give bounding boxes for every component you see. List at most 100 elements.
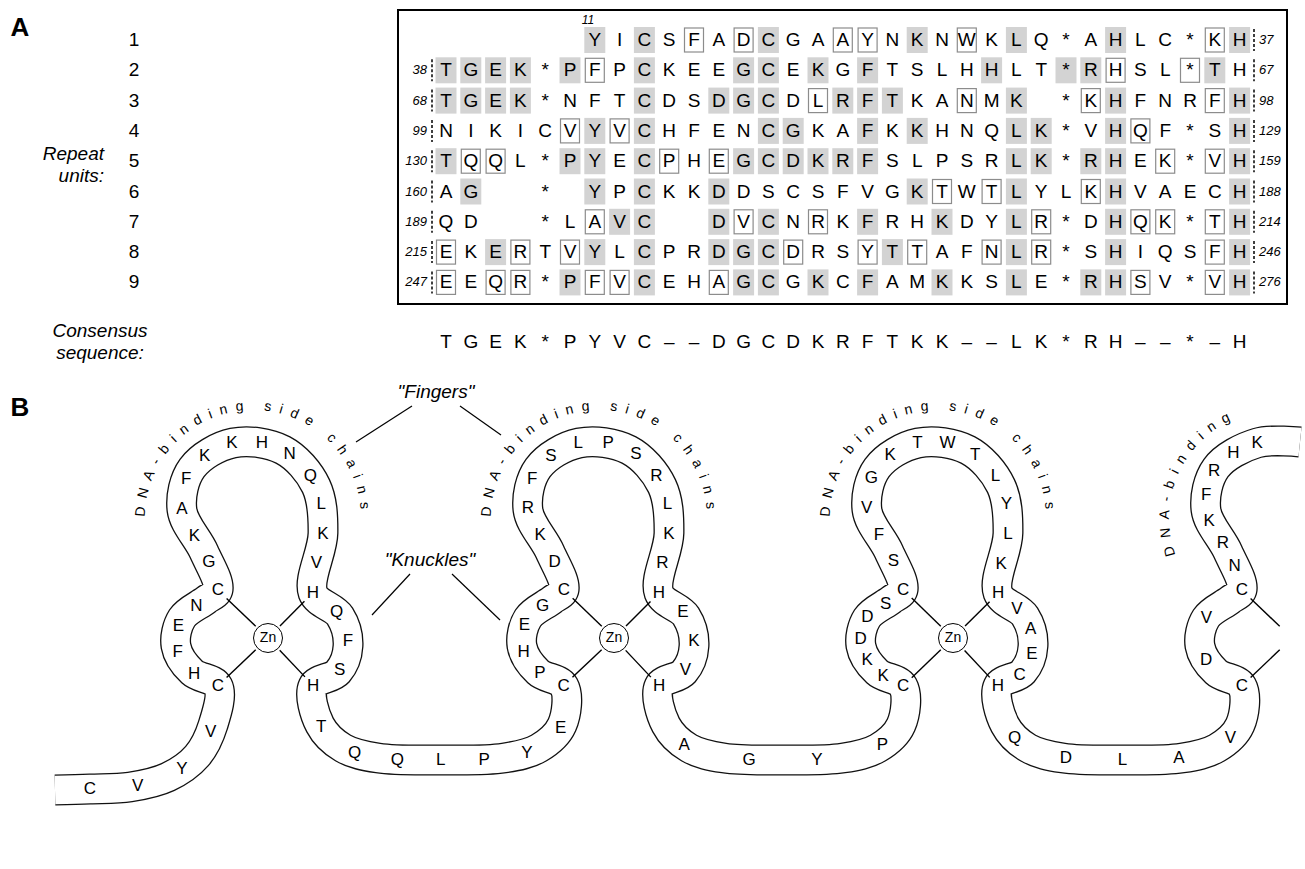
shaded-cell [560,269,581,295]
boxed-cell [660,149,679,173]
consensus-letter: * [1186,331,1193,353]
residue-letter: R [514,271,528,293]
residue-letter: K [812,120,825,142]
residue-letter: * [541,181,548,203]
residue-letter: V [564,241,577,263]
chain-residue: D [854,629,866,649]
residue-letter: P [936,150,949,172]
boxed-cell [734,210,753,234]
residue-letter: Q [1133,120,1148,142]
residue-letter: R [687,241,701,263]
boxed-cell [858,240,877,264]
residue-letter: E [712,150,725,172]
residue-letter: V [1159,271,1172,293]
residue-letter: F [1135,90,1147,112]
residue-letter: L [565,211,576,233]
boxed-cell [784,240,803,264]
residue-letter: Q [1133,211,1148,233]
shaded-cell [1006,118,1027,144]
shaded-cell [460,88,481,114]
chain-residue: V [861,498,872,518]
leader-line [460,406,501,435]
residue-letter: G [463,59,478,81]
leader-line [452,574,500,620]
boxed-cell [585,270,604,294]
residue-letter: S [1134,59,1147,81]
residue-letter: F [688,120,700,142]
residue-letter: H [1233,90,1247,112]
residue-letter: L [1011,211,1022,233]
chain-residue: L [663,494,672,514]
shaded-cell [634,269,655,295]
residue-letter: L [1011,181,1022,203]
chain-residue: R [1217,533,1229,553]
residue-letter: F [862,120,874,142]
boxed-cell [461,149,480,173]
chain-residue: Y [1001,495,1012,515]
chain-residue: F [1201,485,1211,505]
shaded-cell [758,209,779,235]
shaded-cell [981,57,1002,83]
shaded-cell [907,27,928,53]
residue-letter: K [1035,150,1048,172]
residue-letter: * [1062,90,1069,112]
residue-letter: K [812,271,825,293]
residue-letter: A [712,271,725,293]
chain-residue: S [334,660,345,680]
chain-residue: N [1229,556,1241,576]
residue-letter: G [736,90,751,112]
residue-letter: C [762,59,776,81]
chain-residue: H [653,583,665,603]
boxed-cell [585,58,604,82]
chain-residue: V [680,661,691,681]
shaded-cell [808,269,829,295]
residue-number: 246 [1259,245,1281,260]
residue-letter: Y [1035,181,1048,203]
residue-letter: D [464,211,478,233]
chain-residue: V [1011,599,1022,619]
residue-letter: L [1011,29,1022,51]
consensus-letter: K [936,331,949,353]
residue-letter: H [1109,181,1123,203]
chain-residue: K [663,524,674,544]
residue-letter: K [936,211,949,233]
residue-letter: T [887,241,899,263]
shaded-cell [436,57,457,83]
shaded-cell [708,179,729,205]
coordination-bond [573,598,602,626]
repeat-number: 9 [129,271,140,293]
residue-letter: E [663,271,676,293]
residue-letter: M [909,271,925,293]
shaded-cell [1105,209,1126,235]
residue-letter: D [786,241,800,263]
residue-letter: C [762,211,776,233]
chain-residue: C [897,676,909,696]
residue-letter: H [935,120,949,142]
residue-letter: L [1061,181,1072,203]
residue-letter: R [985,150,999,172]
chain-residue: Y [176,759,187,779]
boxed-cell [1205,270,1224,294]
residue-letter: S [1134,271,1147,293]
consensus-letter: G [463,331,478,353]
arc-label: DNA-binding [1156,405,1240,558]
residue-letter: C [638,29,652,51]
boxed-cell [511,270,530,294]
chain-residue: L [1003,525,1012,545]
consensus-letter: – [1160,331,1171,353]
residue-letter: C [762,90,776,112]
edge-tick [1253,150,1255,172]
residue-letter: N [960,90,974,112]
shaded-cell [1229,88,1250,114]
shaded-cell [758,239,779,265]
residue-letter: V [1208,150,1221,172]
residue-letter: C [638,59,652,81]
residue-letter: Y [588,181,601,203]
residue-letter: A [588,211,601,233]
boxed-cell [486,149,505,173]
residue-letter: E [613,150,626,172]
shaded-cell [1080,57,1101,83]
residue-letter: G [786,29,801,51]
chain-residue: G [743,750,756,770]
repeat-number: 3 [129,90,140,112]
